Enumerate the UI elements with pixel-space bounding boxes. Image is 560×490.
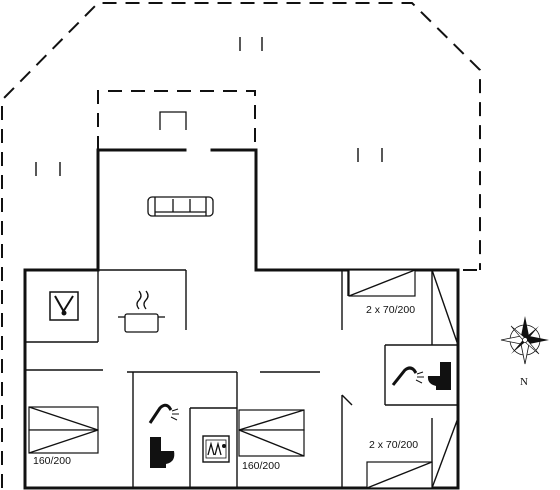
terrace-markers: [35, 37, 383, 176]
terrace-outline: [1, 2, 481, 488]
toilet-icon: [150, 437, 175, 468]
bed-label-left: 160/200: [33, 455, 71, 467]
dishwasher-icon: [202, 435, 230, 463]
shower-icon-right: [391, 366, 424, 386]
shower-icon: [148, 403, 179, 424]
bed-label-bottom-right: 2 x 70/200: [369, 439, 419, 451]
cooking-pot-icon: [118, 290, 165, 333]
bed-label-center: 160/200: [242, 460, 280, 472]
fireplace-icon: [159, 111, 187, 130]
bed-label-top-right: 2 x 70/200: [366, 304, 416, 316]
bed-top-right: [348, 269, 416, 297]
interior-walls: [24, 269, 459, 489]
bed-center: [238, 409, 305, 457]
compass-north-label: N: [520, 376, 528, 388]
toilet-icon-right: [427, 362, 451, 390]
bed-left: [28, 406, 99, 454]
bed-bottom-right: [366, 461, 433, 489]
washing-machine-icon: [49, 291, 79, 321]
compass-rose-icon: [500, 316, 549, 365]
sofa-icon: [147, 196, 214, 217]
